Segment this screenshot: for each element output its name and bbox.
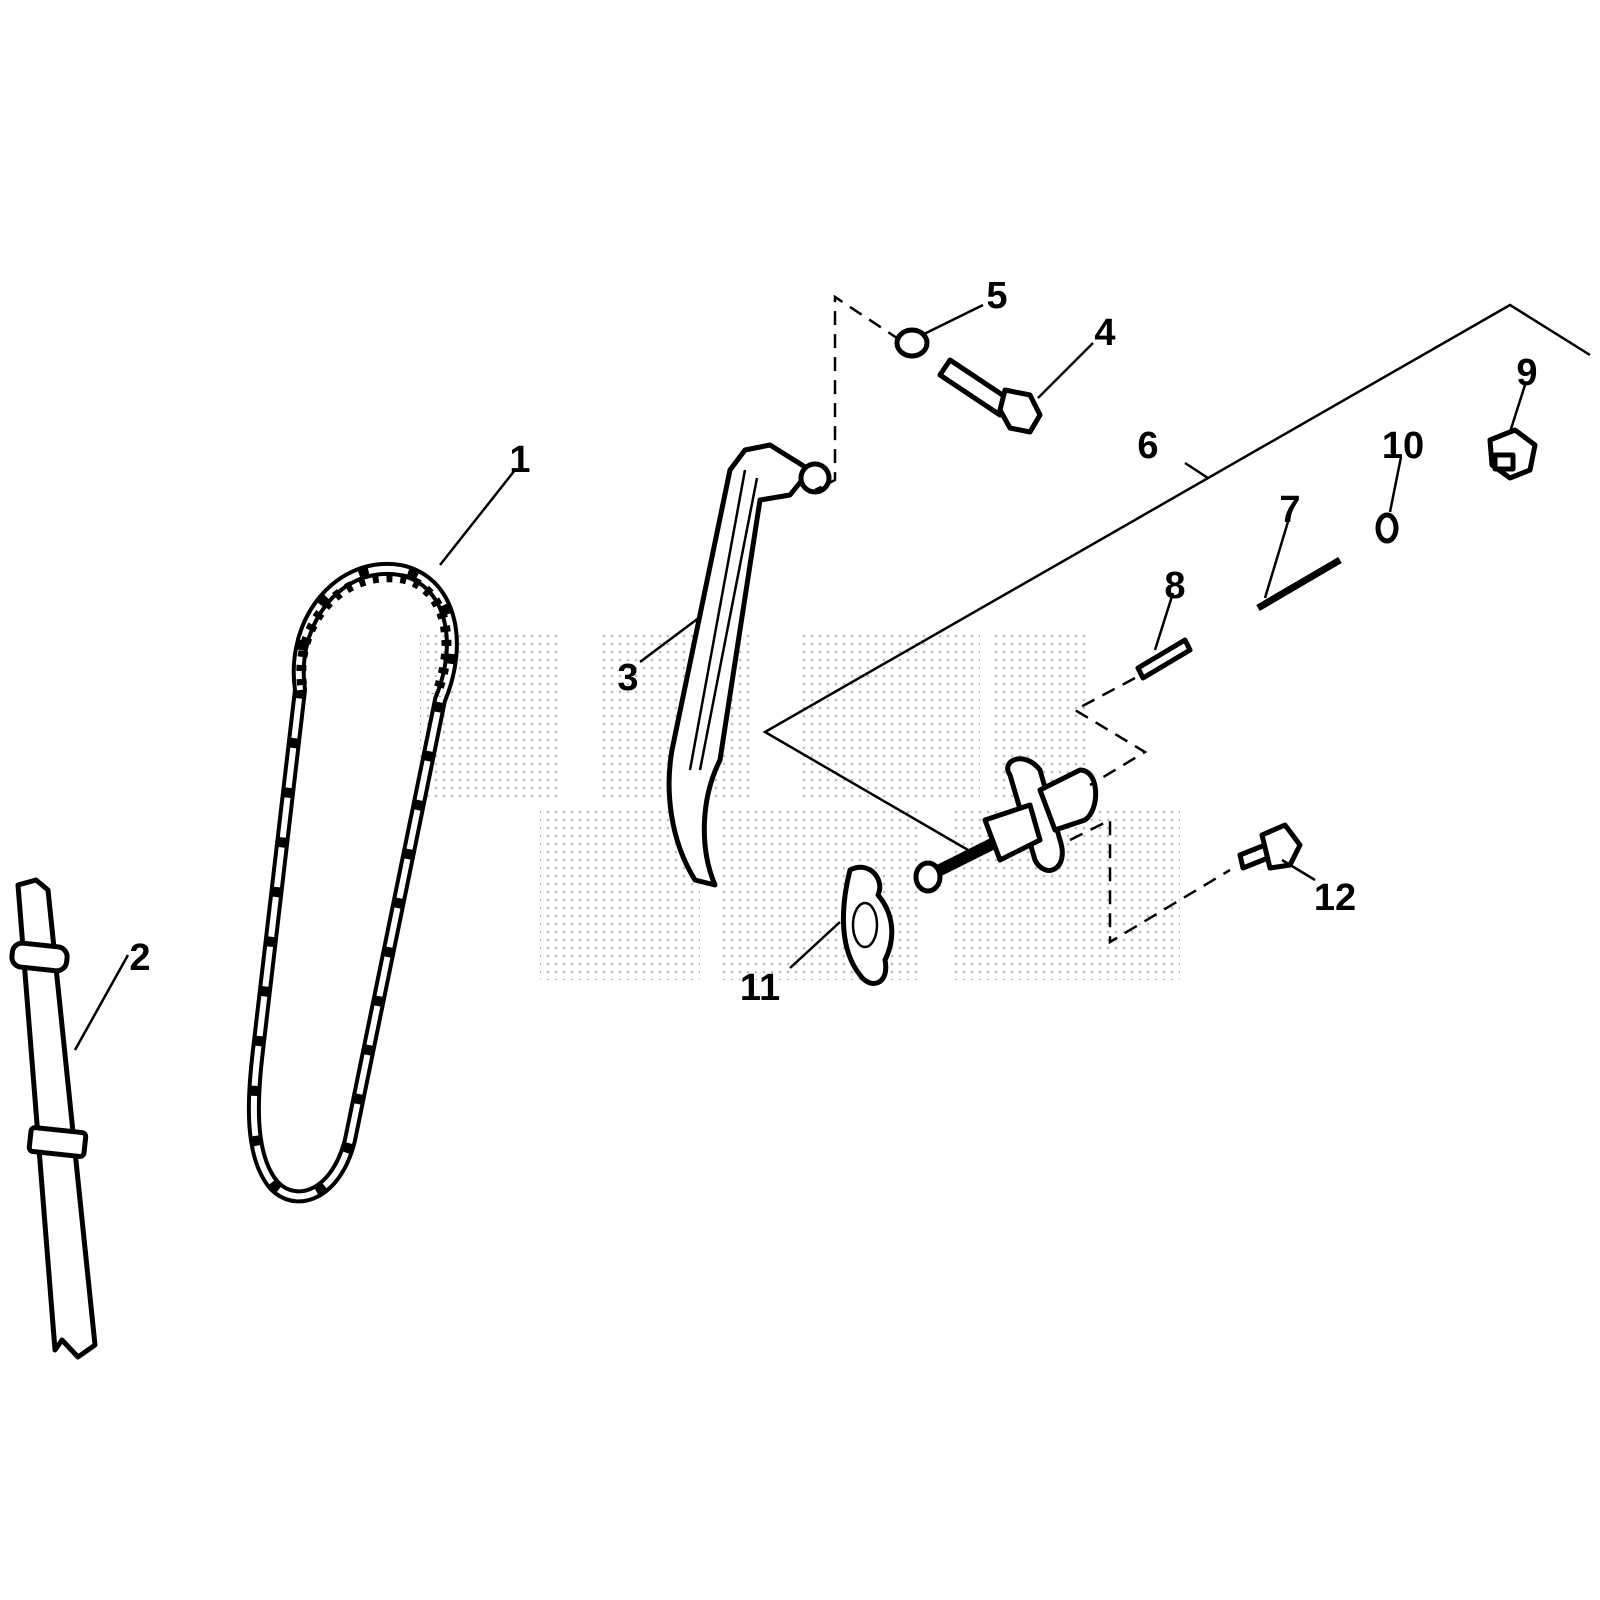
callout-2: 2 <box>129 937 150 979</box>
cam-chain-part[interactable] <box>246 561 459 1204</box>
dashed-guide <box>814 294 901 492</box>
callout-11: 11 <box>740 967 780 1009</box>
callout-7: 7 <box>1279 489 1300 531</box>
callout-5: 5 <box>986 275 1007 317</box>
callout-3: 3 <box>617 657 638 699</box>
callout-8: 8 <box>1164 565 1185 607</box>
o-ring-part[interactable] <box>1375 512 1399 544</box>
tensioner-slipper-part[interactable] <box>666 442 832 888</box>
assembly-bracket <box>762 303 1591 852</box>
dashed-guide <box>1069 817 1231 945</box>
spring-part[interactable] <box>1256 556 1342 612</box>
callout-1: 1 <box>509 439 530 481</box>
chain-guide-part[interactable] <box>9 877 98 1360</box>
gasket-part[interactable] <box>841 865 895 986</box>
collar-part[interactable] <box>894 327 930 359</box>
callout-10: 10 <box>1382 425 1424 467</box>
leader-lines <box>73 303 1527 1051</box>
dashed-guide <box>1072 676 1148 787</box>
callout-12: 12 <box>1314 877 1356 919</box>
pivot-bolt-part[interactable] <box>937 357 1043 435</box>
sealing-bolt-part[interactable] <box>1487 427 1538 481</box>
flange-bolt-part[interactable] <box>1237 822 1303 871</box>
callout-6: 6 <box>1137 425 1158 467</box>
pin-part[interactable] <box>1135 637 1193 681</box>
callout-9: 9 <box>1516 352 1537 394</box>
callout-4: 4 <box>1094 312 1115 354</box>
tensioner-assembly-part[interactable] <box>913 756 1099 894</box>
